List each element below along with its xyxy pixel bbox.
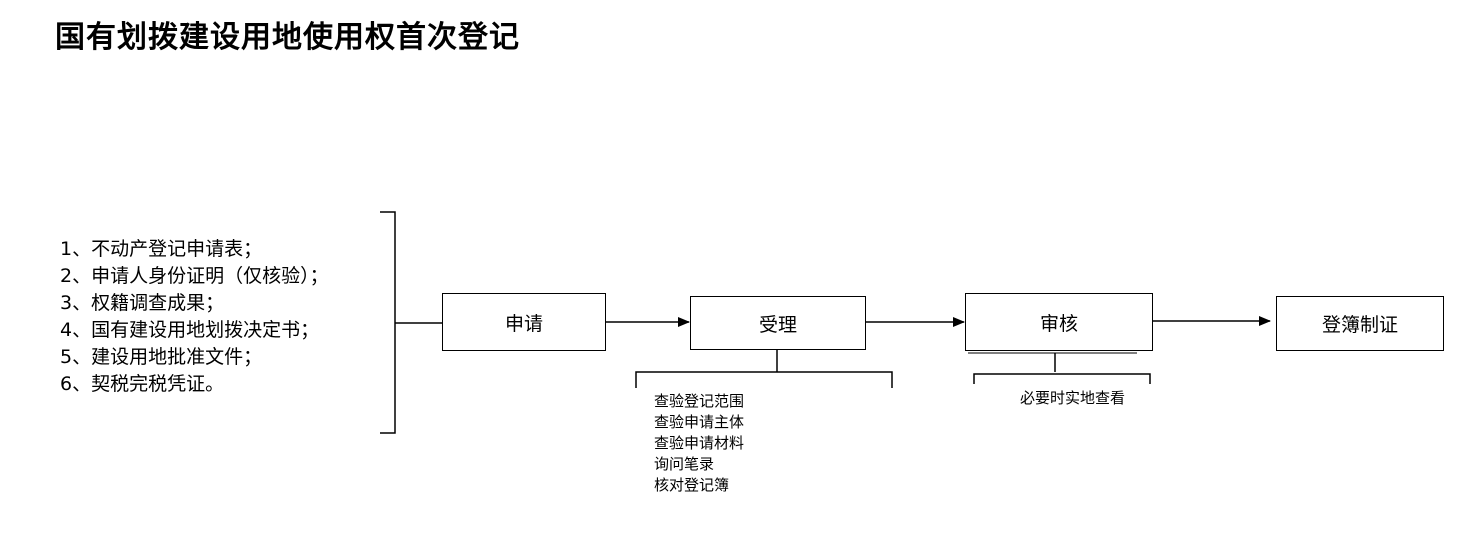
accept-item: 查验申请主体 bbox=[654, 413, 745, 431]
material-item: 1、不动产登记申请表； bbox=[60, 238, 263, 260]
review-items-list: 必要时实地查看 bbox=[1020, 388, 1125, 409]
material-item: 3、权籍调查成果； bbox=[60, 292, 225, 314]
accept-item: 核对登记簿 bbox=[654, 476, 730, 494]
material-item: 5、建设用地批准文件； bbox=[60, 346, 263, 368]
materials-bracket bbox=[380, 211, 396, 434]
step-certify-box: 登簿制证 bbox=[1276, 296, 1444, 351]
materials-list: 1、不动产登记申请表； 2、申请人身份证明（仅核验）； 3、权籍调查成果； 4、… bbox=[60, 236, 329, 398]
step-accept-label: 受理 bbox=[758, 313, 797, 336]
accept-item: 查验申请材料 bbox=[654, 434, 745, 452]
step-review-box: 审核 bbox=[965, 293, 1153, 351]
step-review-label: 审核 bbox=[1039, 312, 1078, 335]
material-item: 6、契税完税凭证。 bbox=[60, 373, 225, 395]
material-item: 2、申请人身份证明（仅核验）； bbox=[60, 265, 329, 287]
accept-sub-bracket bbox=[635, 371, 893, 388]
step-certify-label: 登簿制证 bbox=[1321, 314, 1398, 336]
accept-item: 查验登记范围 bbox=[654, 392, 745, 410]
accept-item: 询问笔录 bbox=[654, 455, 715, 473]
step-accept-box: 受理 bbox=[690, 296, 866, 350]
review-sub-bracket bbox=[973, 373, 1151, 384]
step-apply-label: 申请 bbox=[504, 312, 543, 335]
step-apply-box: 申请 bbox=[442, 293, 606, 351]
page-title: 国有划拨建设用地使用权首次登记 bbox=[55, 20, 520, 55]
accept-items-list: 查验登记范围 查验申请主体 查验申请材料 询问笔录 核对登记簿 bbox=[654, 391, 744, 496]
material-item: 4、国有建设用地划拨决定书； bbox=[60, 319, 320, 341]
review-item: 必要时实地查看 bbox=[1020, 389, 1126, 407]
